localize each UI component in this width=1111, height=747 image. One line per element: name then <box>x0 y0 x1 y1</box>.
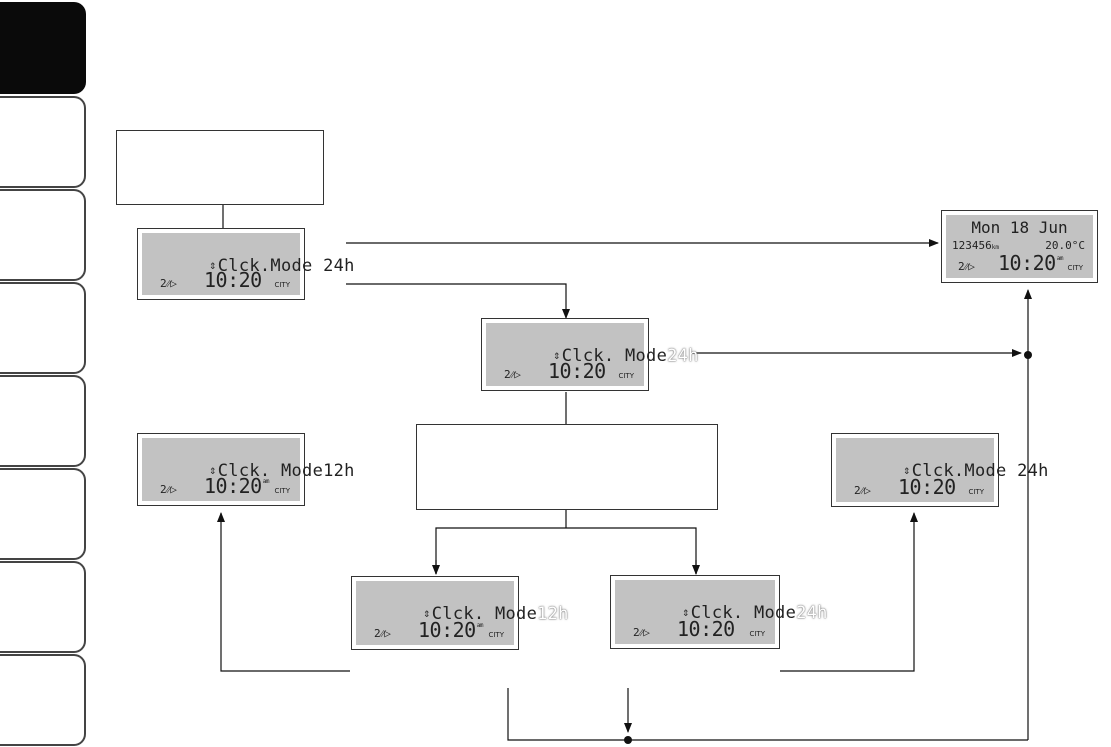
updown-arrow-icon: ⇕ <box>209 258 217 272</box>
display-menu-text: ⇕Clck. Mode24h <box>682 603 828 623</box>
outside-temperature: 20.0°C <box>1045 239 1085 252</box>
side-tab-8[interactable] <box>0 654 86 746</box>
blinking-value: 24h <box>796 603 828 623</box>
gear-indicator: 2⁄⁄▷ <box>504 368 521 381</box>
odometer: 123456km <box>952 239 999 252</box>
display-toggle-24h: ⇕Clck. Mode24h 2⁄⁄▷ 10:20 CITY <box>610 575 827 649</box>
display-menu-text: ⇕Clck. Mode24h <box>553 346 699 366</box>
junction-dot-bottom <box>624 736 632 744</box>
gear-indicator: 2⁄⁄▷ <box>854 484 871 497</box>
gear-indicator: 2⁄⁄▷ <box>160 277 177 290</box>
display-clock-mode-select: ⇕Clck. Mode24h 2⁄⁄▷ 10:20 CITY <box>481 318 698 391</box>
updown-arrow-icon: ⇕ <box>423 606 431 620</box>
display-menu-text: ⇕Clck. Mode12h <box>423 604 569 624</box>
city-mode-label: CITY <box>968 488 984 496</box>
side-tab-5[interactable] <box>0 375 86 467</box>
clock-time: 10:20am <box>204 474 269 498</box>
city-mode-label: CITY <box>1067 264 1083 272</box>
clock-time: 10:20 <box>677 617 735 641</box>
side-tab-6[interactable] <box>0 468 86 560</box>
instruction-box-top <box>116 130 324 205</box>
side-tab-1[interactable] <box>0 2 86 94</box>
city-mode-label: CITY <box>749 630 765 638</box>
display-result-12h: ⇕Clck. Mode12h 2⁄⁄▷ 10:20am CITY <box>137 433 354 506</box>
display-exit-date: Mon 18 Jun 123456km 20.0°C 2⁄⁄▷ 10:20am … <box>941 210 1098 283</box>
updown-arrow-icon: ⇕ <box>682 605 690 619</box>
clock-time: 10:20 <box>204 268 262 292</box>
gear-indicator: 2⁄⁄▷ <box>160 483 177 496</box>
display-menu-text: ⇕Clck. Mode12h <box>209 461 355 481</box>
gear-indicator: 2⁄⁄▷ <box>958 260 975 273</box>
city-mode-label: CITY <box>488 631 504 639</box>
side-tab-4[interactable] <box>0 282 86 374</box>
gear-indicator: 2⁄⁄▷ <box>633 626 650 639</box>
side-tab-3[interactable] <box>0 189 86 281</box>
junction-dot-right <box>1024 351 1032 359</box>
clock-time: 10:20 <box>548 359 606 383</box>
display-menu-text: ⇕Clck.Mode 24h <box>903 461 1049 481</box>
display-result-24h: ⇕Clck.Mode 24h 2⁄⁄▷ 10:20 CITY <box>831 433 1048 507</box>
display-menu-text: ⇕Clck.Mode 24h <box>209 256 355 276</box>
city-mode-label: CITY <box>274 281 290 289</box>
city-mode-label: CITY <box>618 372 634 380</box>
display-toggle-12h: ⇕Clck. Mode12h 2⁄⁄▷ 10:20am CITY <box>351 576 568 650</box>
gear-indicator: 2⁄⁄▷ <box>374 627 391 640</box>
date-text: Mon 18 Jun <box>971 218 1068 237</box>
updown-arrow-icon: ⇕ <box>209 463 217 477</box>
instruction-box-middle <box>416 424 718 510</box>
city-mode-label: CITY <box>274 487 290 495</box>
display-clock-mode-start: ⇕Clck.Mode 24h 2⁄⁄▷ 10:20 CITY <box>137 228 354 300</box>
clock-time: 10:20 <box>898 475 956 499</box>
blinking-value: 12h <box>537 604 569 624</box>
clock-time: 10:20am <box>418 618 483 642</box>
blinking-value: 24h <box>667 346 699 366</box>
side-tab-7[interactable] <box>0 561 86 653</box>
clock-time: 10:20am <box>998 251 1063 275</box>
side-tab-2[interactable] <box>0 96 86 188</box>
updown-arrow-icon: ⇕ <box>903 463 911 477</box>
updown-arrow-icon: ⇕ <box>553 348 561 362</box>
